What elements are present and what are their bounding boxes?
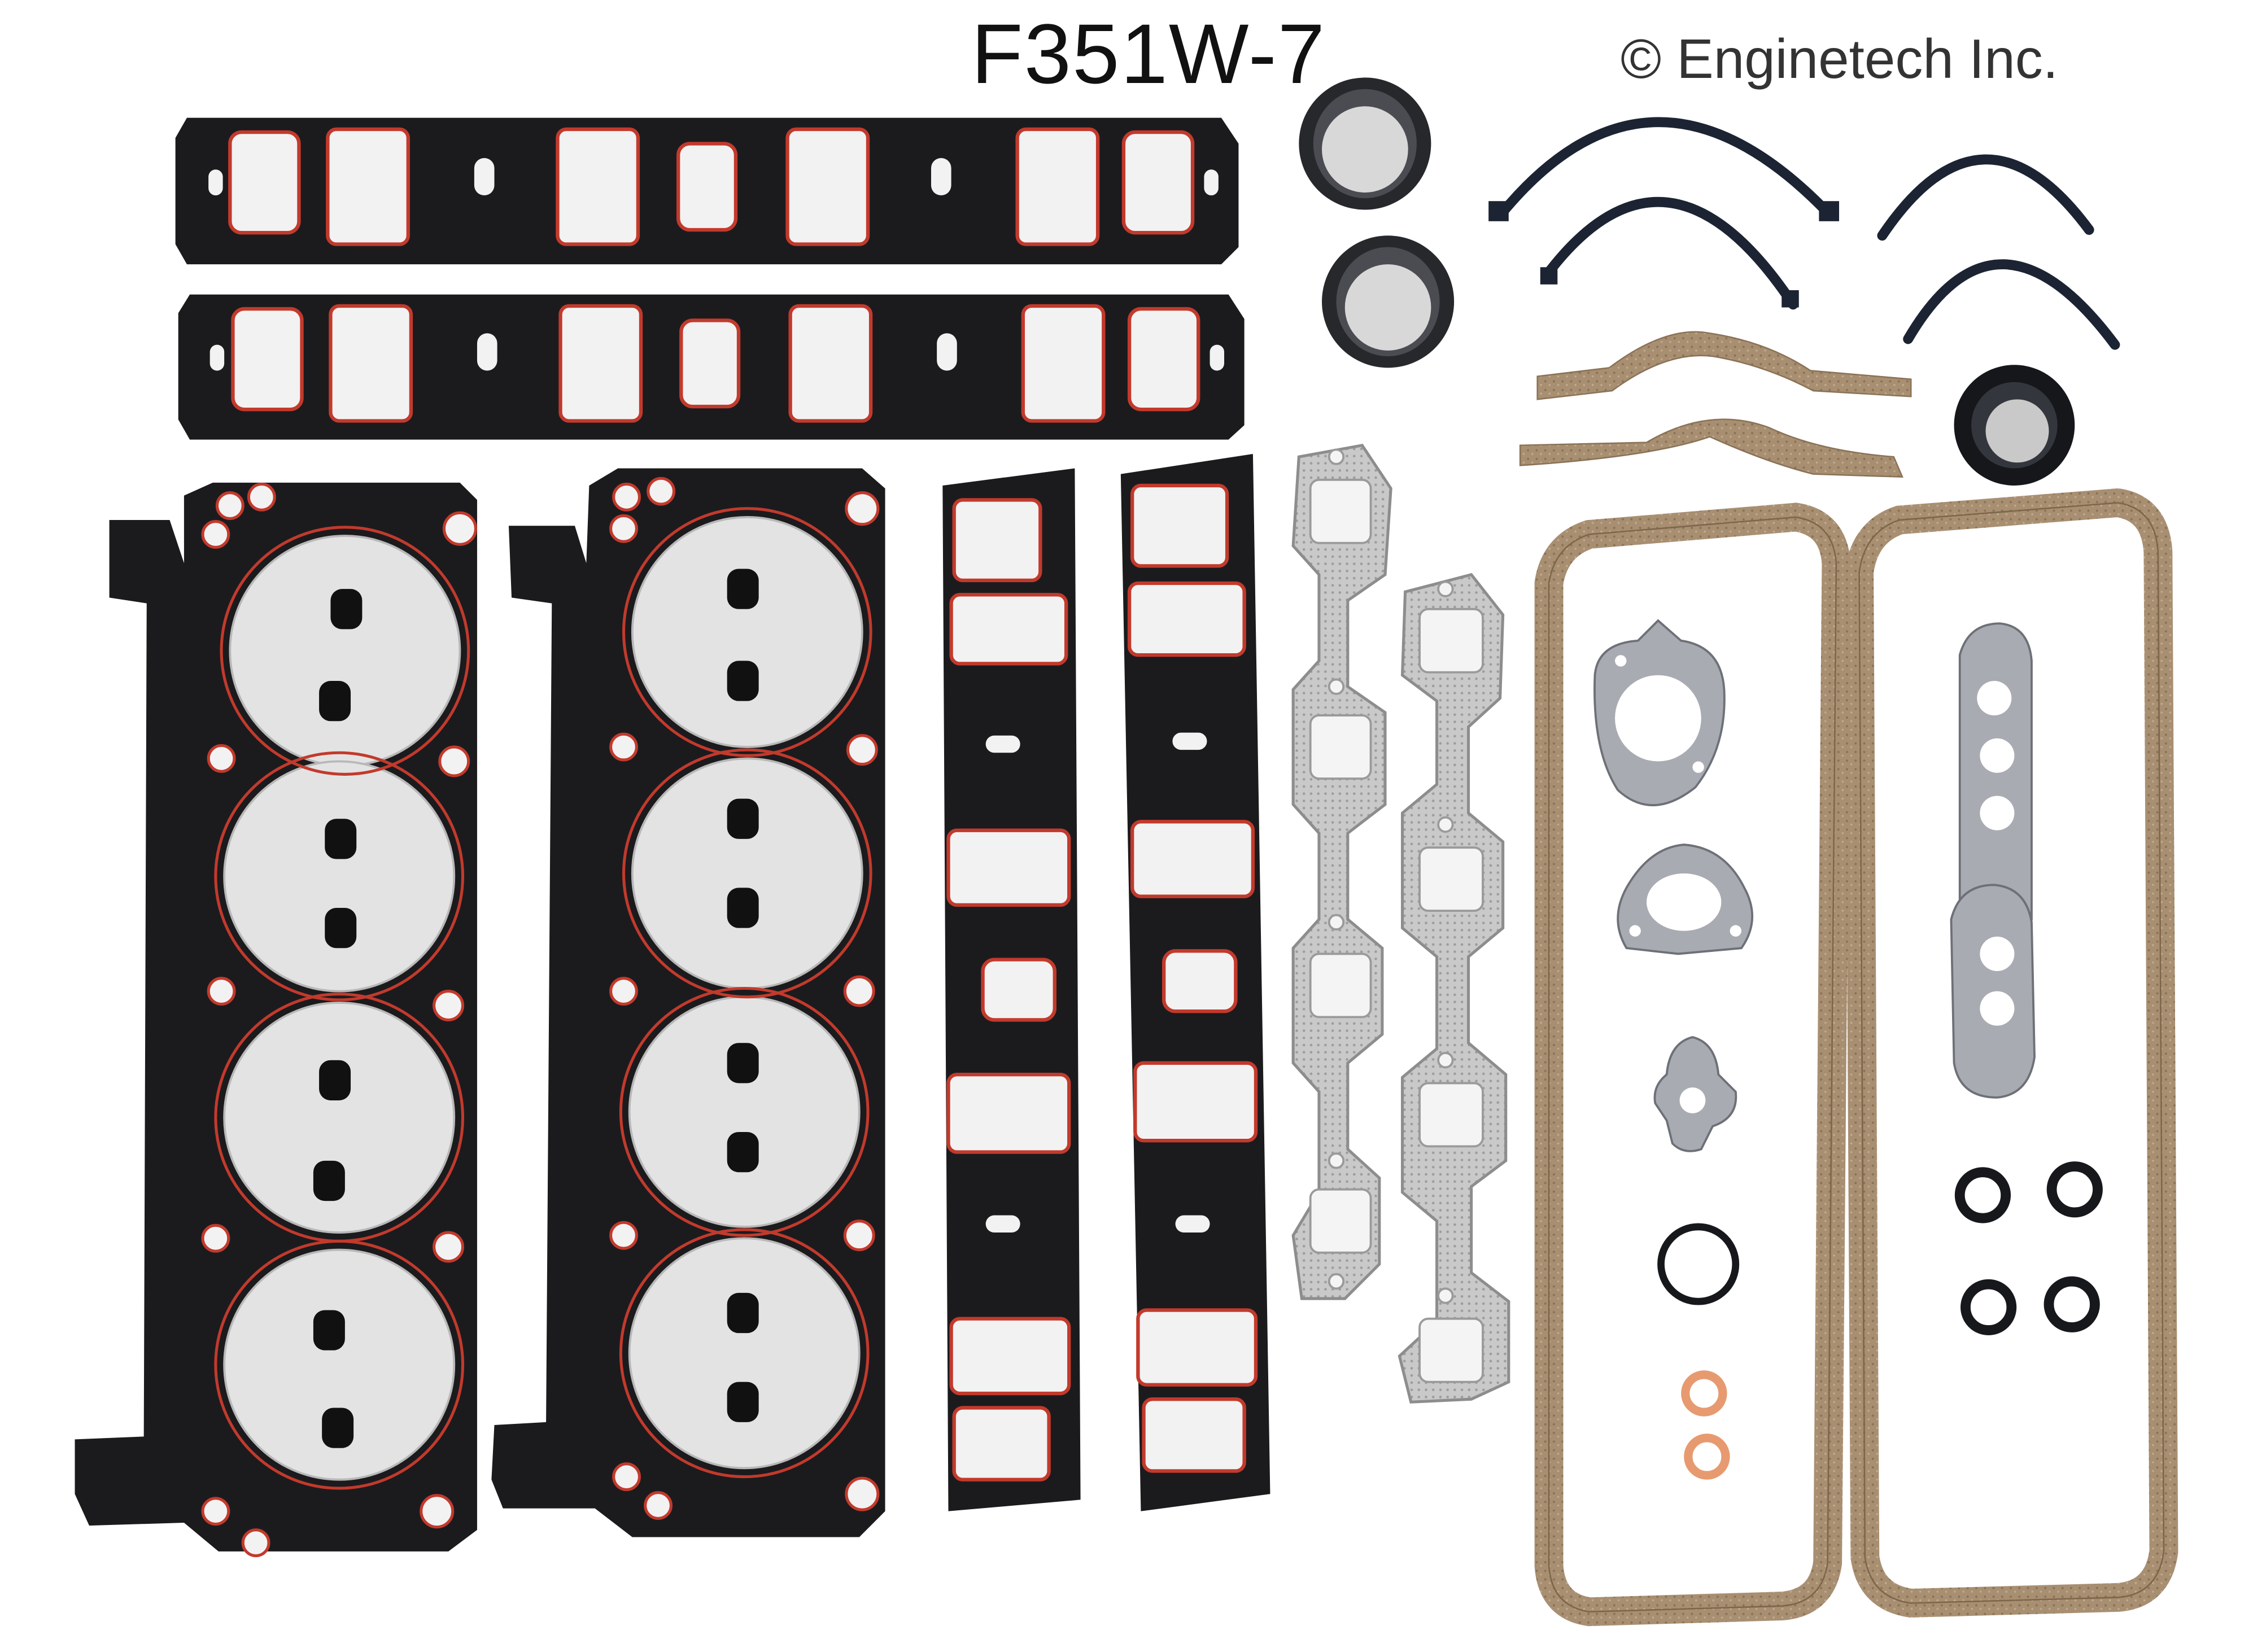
egr-gaskets xyxy=(1950,622,2036,1099)
valley-gasket-left xyxy=(942,468,1081,1511)
exhaust-donut-seal-bottom xyxy=(1322,235,1455,368)
thermostat-gasket xyxy=(1593,619,1726,807)
cylinder-head-gasket-right xyxy=(491,468,885,1537)
intake-manifold-gasket-top xyxy=(175,117,1239,265)
exhaust-donut-seal-top xyxy=(1299,77,1431,210)
copper-washers xyxy=(1681,1370,1730,1480)
exhaust-manifold-gasket-right xyxy=(1398,572,1510,1404)
small-flange-gasket xyxy=(1653,1036,1737,1152)
valve-cover-gasket-left xyxy=(1534,502,1851,1627)
cylinder-head-gasket-left xyxy=(75,482,477,1558)
o-rings xyxy=(1657,1161,2103,1335)
front-crank-seal xyxy=(1954,365,2075,486)
intake-manifold-gasket-bottom xyxy=(178,294,1245,440)
fuel-pump-gasket xyxy=(1617,844,1754,955)
exhaust-manifold-gasket-left xyxy=(1291,443,1392,1300)
copyright-label: © Enginetech Inc. xyxy=(1621,28,2059,90)
part-number-label: F351W-7 xyxy=(971,6,1326,101)
valley-gasket-right xyxy=(1120,454,1270,1511)
rear-main-seal-halves xyxy=(1495,117,2120,350)
timing-cover-cork-strips xyxy=(1519,331,1912,478)
valve-cover-gasket-right xyxy=(1845,488,2178,1618)
